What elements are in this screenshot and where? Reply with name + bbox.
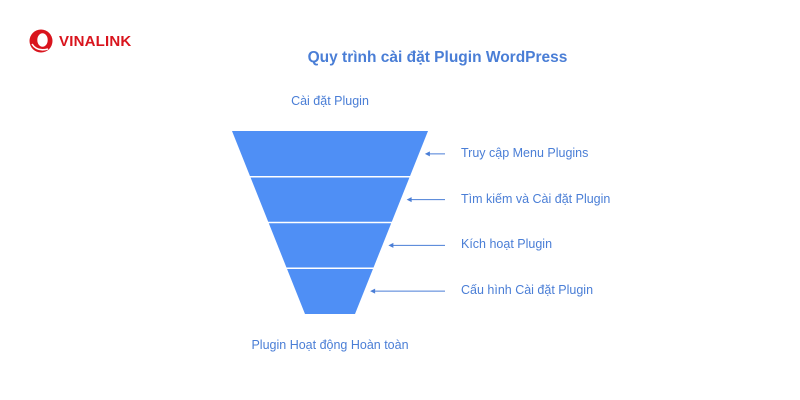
step-arrow-head-1	[424, 151, 430, 157]
diagram-title: Quy trình cài đặt Plugin WordPress	[307, 49, 568, 66]
step-arrow-head-4	[370, 288, 376, 294]
step-label-1: Truy cập Menu Plugins	[461, 145, 589, 160]
funnel-bottom-label: Plugin Hoạt động Hoàn toàn	[251, 338, 409, 352]
logo-brand-text: VINALINK	[59, 32, 132, 50]
step-label-2: Tìm kiếm và Cài đặt Plugin	[461, 191, 611, 206]
funnel-segment-3	[268, 223, 392, 268]
funnel-segment-1	[232, 131, 428, 176]
vinalink-logo: VINALINK	[28, 28, 131, 54]
funnel-top-label: Cài đặt Plugin	[291, 94, 369, 108]
funnel-segment-2	[250, 177, 410, 222]
vinalink-logo-icon	[29, 29, 53, 53]
step-label-3: Kích hoạt Plugin	[461, 237, 553, 252]
step-label-4: Cấu hình Cài đặt Plugin	[461, 283, 594, 298]
step-arrow-head-2	[406, 197, 412, 203]
step-arrow-head-3	[388, 242, 394, 248]
funnel-segment-4	[287, 269, 373, 314]
